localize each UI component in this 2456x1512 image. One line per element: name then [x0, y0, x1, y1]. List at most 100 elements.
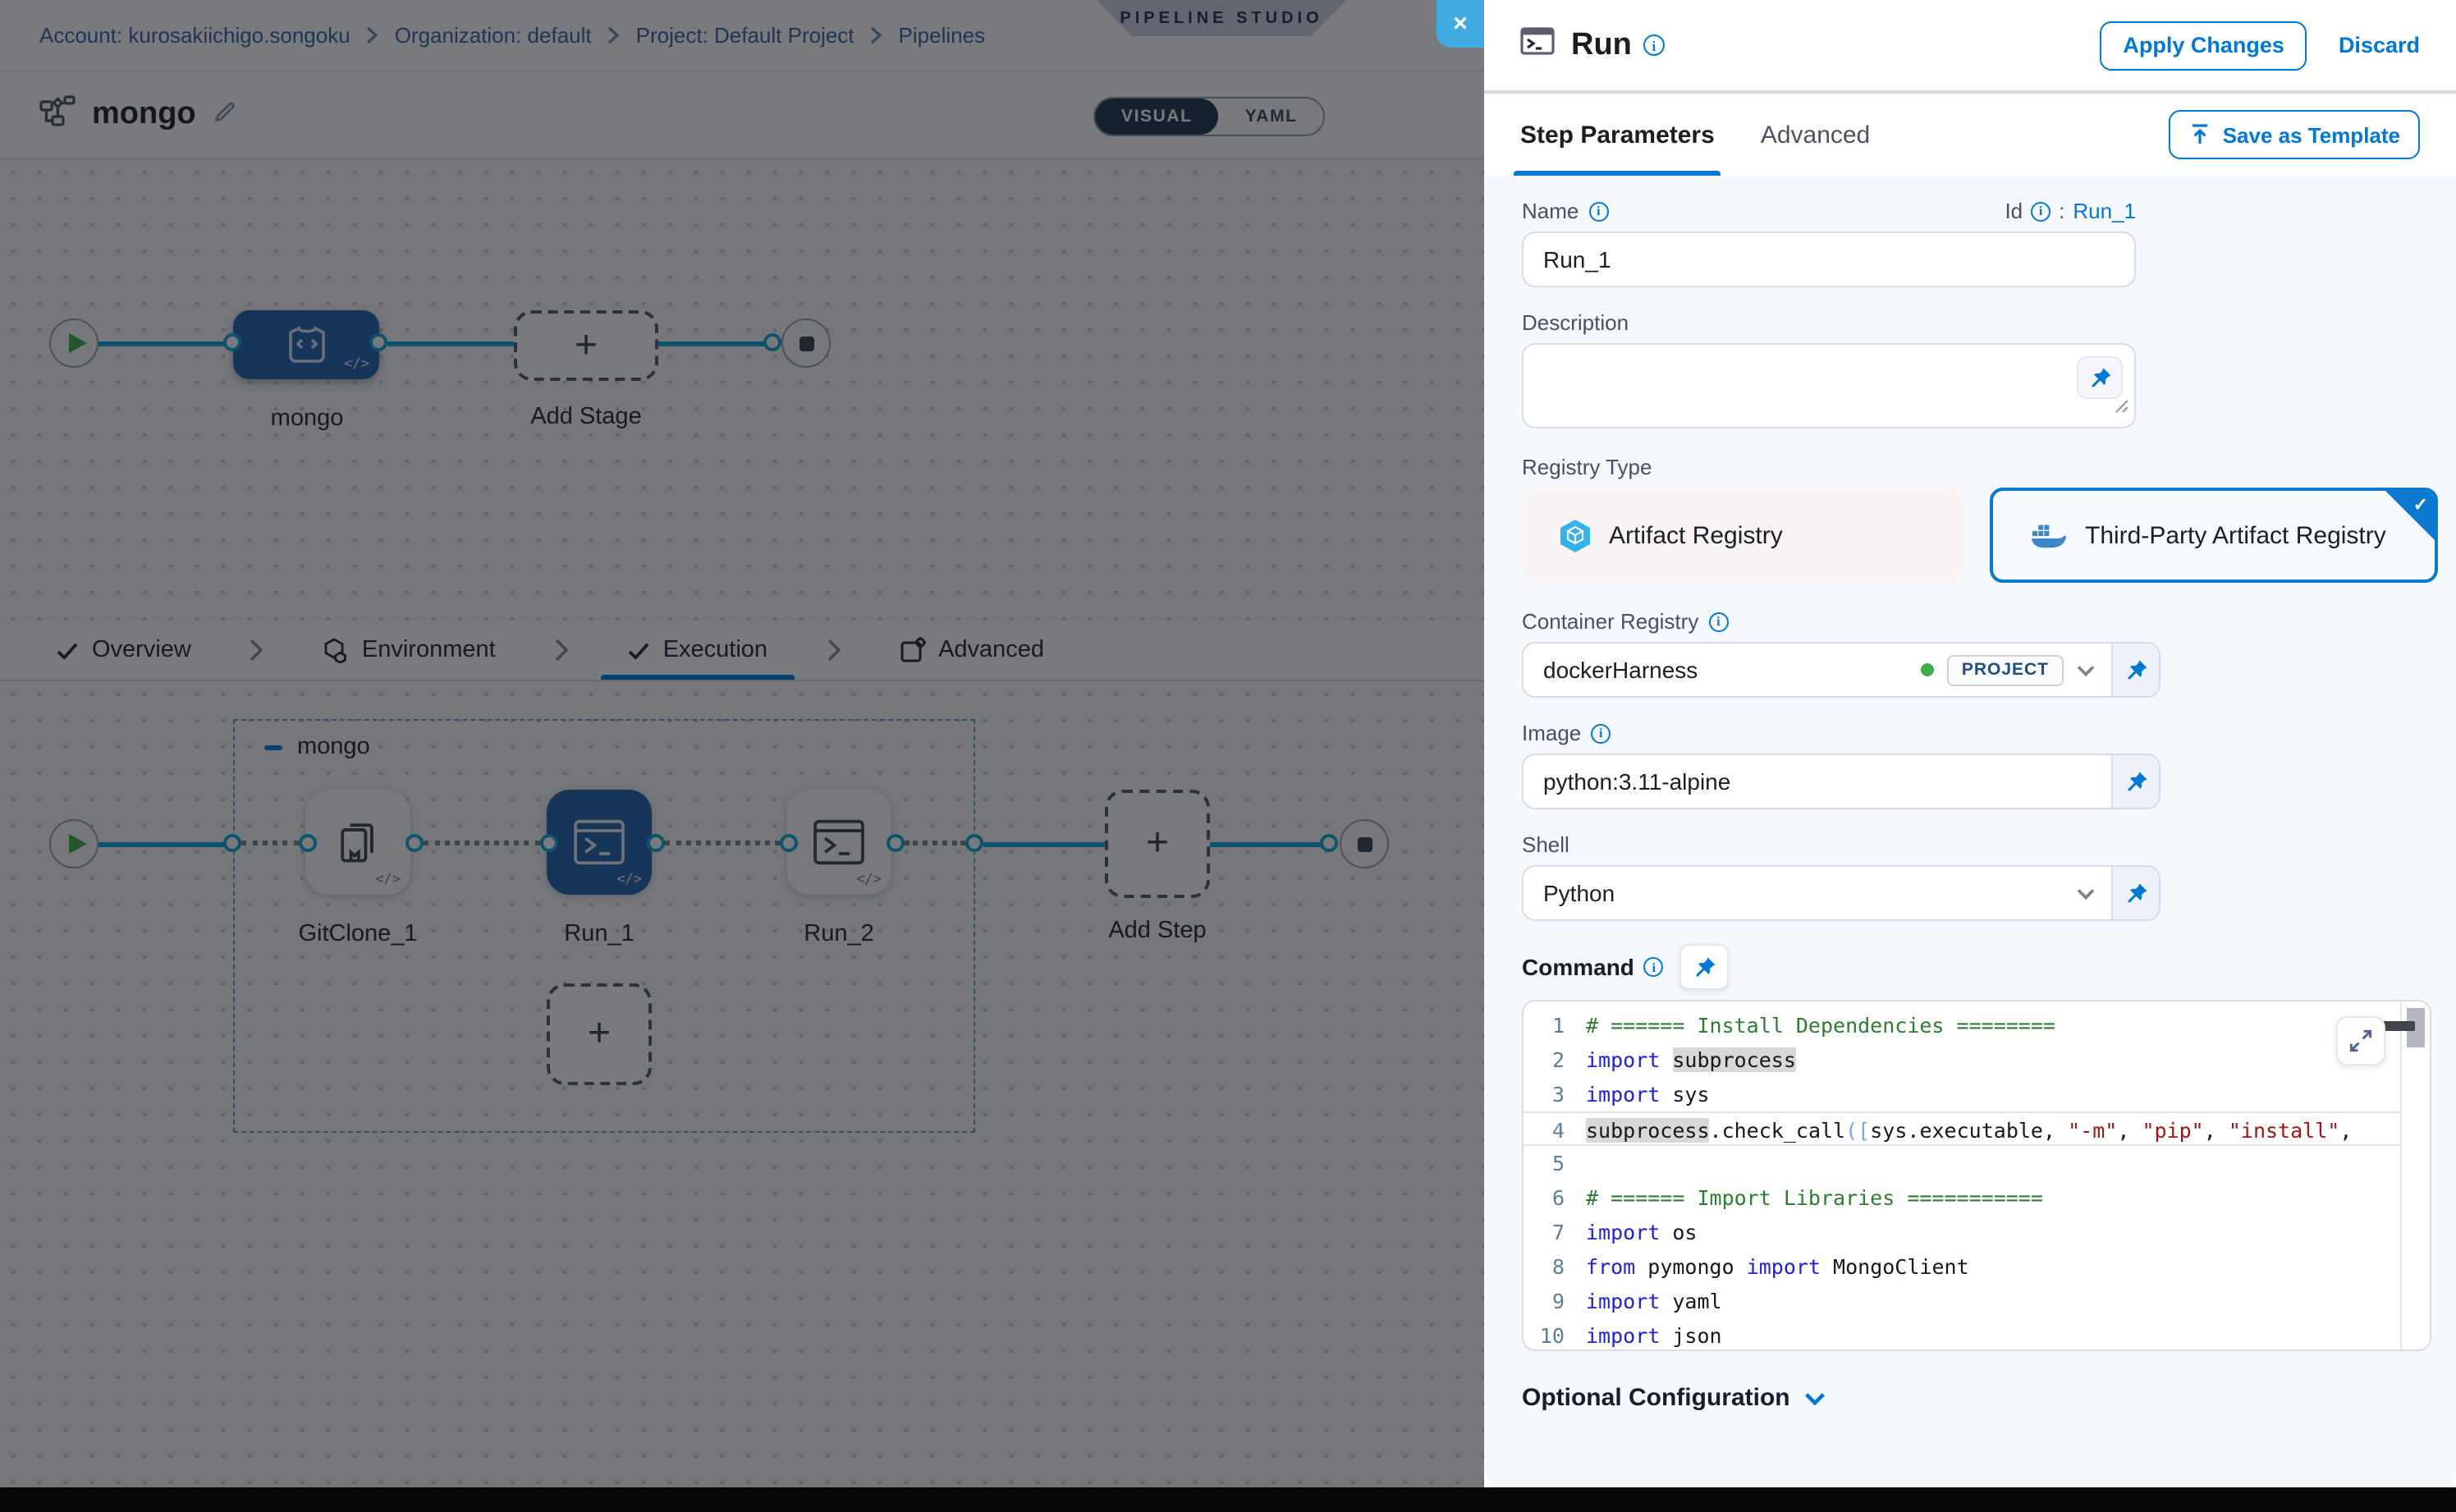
selected-corner: [2385, 491, 2435, 540]
line-content: # ====== Import Libraries ===========: [1586, 1180, 2430, 1215]
info-icon[interactable]: i: [1588, 201, 1609, 221]
code-token: # ====== Install Dependencies ========: [1586, 1013, 2055, 1038]
line-number: 7: [1551, 1220, 1565, 1244]
name-input[interactable]: [1522, 231, 2136, 287]
panel-header: Run i Apply Changes Discard: [1484, 0, 2456, 94]
code-token: json: [1660, 1323, 1722, 1348]
name-label: Name: [1522, 199, 1579, 223]
artifact-registry-icon: [1560, 519, 1590, 552]
check-icon: ✓: [2412, 496, 2428, 515]
scrollbar-thumb[interactable]: [2407, 1008, 2425, 1047]
info-icon[interactable]: i: [2031, 201, 2051, 221]
editor-scrollbar[interactable]: [2400, 1001, 2430, 1349]
code-token: from: [1586, 1254, 1636, 1279]
line-number: 2: [1551, 1047, 1565, 1072]
container-registry-select[interactable]: dockerHarness PROJECT: [1524, 644, 2111, 696]
code-token: ,: [2117, 1118, 2142, 1143]
line-content: subprocess.check_call([sys.executable, "…: [1586, 1113, 2430, 1144]
description-textarea[interactable]: [1522, 343, 2136, 428]
code-token: import: [1586, 1220, 1661, 1244]
shell-value: Python: [1543, 880, 1615, 906]
scope-badge: PROJECT: [1946, 654, 2064, 685]
code-line[interactable]: 4 subprocess.check_call([sys.executable, …: [1524, 1111, 2430, 1146]
code-token: import: [1586, 1082, 1661, 1107]
id-value-link[interactable]: Run_1: [2073, 199, 2136, 223]
upload-icon: [2192, 124, 2207, 144]
discard-button[interactable]: Discard: [2338, 33, 2420, 57]
optional-configuration-label: Optional Configuration: [1522, 1384, 1790, 1412]
code-line[interactable]: 6# ====== Import Libraries ===========: [1524, 1180, 2430, 1215]
code-token: ,: [2203, 1118, 2229, 1143]
panel-content: Name i Id i : Run_1 Description: [1484, 176, 2456, 1487]
line-content: # ====== Install Dependencies ========: [1586, 1008, 2430, 1042]
line-content: import yaml: [1586, 1284, 2430, 1318]
image-input[interactable]: python:3.11-alpine: [1524, 755, 2111, 808]
code-line[interactable]: 9 import yaml: [1524, 1284, 2430, 1318]
image-label: Image: [1522, 721, 1582, 745]
command-code-editor[interactable]: 1 # ====== Install Dependencies ======== 2…: [1522, 1000, 2431, 1351]
panel-tab-bar: Step Parameters Advanced Save as Templat…: [1484, 94, 2456, 176]
expand-editor-button[interactable]: [2336, 1016, 2385, 1065]
info-icon[interactable]: i: [1643, 957, 1664, 977]
code-token: .check_call: [1709, 1118, 1846, 1143]
pin-runtime-input-button[interactable]: [1679, 944, 1730, 990]
container-registry-value: dockerHarness: [1543, 657, 1698, 683]
name-label-row: Name i: [1522, 199, 1609, 223]
pin-runtime-input-button[interactable]: [2111, 755, 2159, 808]
tab-panel-advanced[interactable]: Advanced: [1760, 121, 1871, 149]
code-lines: 1 # ====== Install Dependencies ======== 2…: [1524, 1001, 2430, 1349]
code-token: pymongo: [1635, 1254, 1747, 1279]
pin-runtime-input-button[interactable]: [2111, 644, 2159, 696]
resize-handle[interactable]: [2115, 392, 2129, 422]
docker-icon: [2032, 525, 2066, 548]
shell-control: Python: [1522, 865, 2160, 921]
pin-runtime-input-button[interactable]: [2077, 356, 2123, 399]
code-line[interactable]: 1 # ====== Install Dependencies ========: [1524, 1008, 2430, 1042]
save-as-template-button[interactable]: Save as Template: [2168, 110, 2420, 159]
info-icon[interactable]: i: [1643, 34, 1665, 56]
apply-changes-button[interactable]: Apply Changes: [2100, 21, 2307, 70]
chevron-down-icon: [2077, 888, 2095, 899]
pin-icon: [1696, 956, 1716, 976]
pin-runtime-input-button[interactable]: [2111, 867, 2159, 919]
optional-configuration-toggle[interactable]: Optional Configuration: [1522, 1384, 2456, 1412]
code-token: import: [1586, 1047, 1661, 1072]
command-label: Command: [1522, 954, 1634, 980]
code-token: subprocess: [1586, 1118, 1710, 1143]
line-number: 1: [1551, 1013, 1565, 1038]
line-number: 4: [1551, 1118, 1565, 1143]
line-number: 9: [1551, 1289, 1565, 1313]
modal-dim-overlay: [0, 0, 1484, 1487]
close-panel-button[interactable]: ×: [1436, 0, 1484, 48]
registry-option-third-party[interactable]: Third-Party Artifact Registry ✓: [1990, 488, 2438, 583]
code-token: # ====== Import Libraries ===========: [1586, 1185, 2043, 1210]
shell-label: Shell: [1522, 832, 1569, 857]
expand-icon: [2349, 1029, 2372, 1052]
line-content: import json: [1586, 1318, 2430, 1349]
code-token: "pip": [2142, 1118, 2204, 1143]
save-as-template-label: Save as Template: [2222, 122, 2400, 147]
registry-option-artifact[interactable]: Artifact Registry: [1522, 488, 1963, 583]
code-token: import: [1586, 1289, 1661, 1313]
code-token: import: [1586, 1323, 1661, 1348]
code-token: yaml: [1660, 1289, 1722, 1313]
bottom-bar: [0, 1487, 2456, 1512]
line-content: import subprocess: [1586, 1042, 2430, 1077]
info-icon[interactable]: i: [1591, 723, 1611, 743]
pin-icon: [2127, 659, 2147, 679]
info-icon[interactable]: i: [1708, 612, 1729, 631]
image-control: python:3.11-alpine: [1522, 754, 2160, 809]
id-separator: :: [2059, 199, 2065, 223]
tab-step-parameters[interactable]: Step Parameters: [1513, 94, 1722, 176]
description-label: Description: [1522, 310, 1629, 335]
pin-icon: [2127, 882, 2147, 902]
line-content: [1586, 1146, 2430, 1180]
code-line[interactable]: 2 import subprocess: [1524, 1042, 2430, 1077]
shell-select[interactable]: Python: [1524, 867, 2111, 919]
code-line[interactable]: 5: [1524, 1146, 2430, 1180]
